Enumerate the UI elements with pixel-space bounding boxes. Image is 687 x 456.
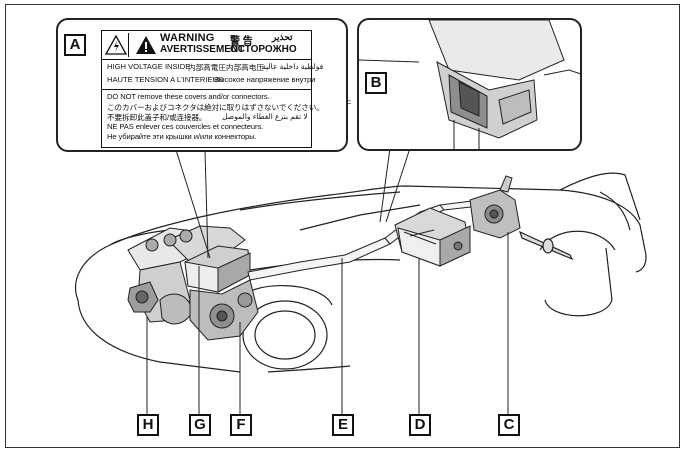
callout-f: F — [230, 414, 252, 436]
inverter — [184, 245, 251, 293]
panel-b-connector-detail — [357, 18, 582, 151]
pointer-lines — [146, 147, 509, 418]
label-ar-high-voltage: فولطية داخلية عالية — [262, 62, 324, 71]
car-body — [74, 172, 647, 373]
label-ar-do-not-remove: لا تقم بنزع الغطاء والموصل — [222, 112, 308, 121]
label-cn-high-voltage: 内部高电压 — [226, 63, 264, 72]
label-arabic-caution: تحذير — [272, 32, 293, 42]
connector-detail-illustration — [359, 20, 580, 149]
rear-motor — [469, 175, 521, 239]
label-cn-do-not-remove: 不要拆卸此盖子和/或连接器。 — [107, 113, 207, 122]
label-jp-high-voltage: 内部高電圧 — [188, 63, 226, 72]
warning-triangle-icon — [135, 35, 157, 60]
callout-h: H — [137, 414, 159, 436]
hybrid-battery — [394, 207, 471, 267]
label-russian-do-not-remove: Не убирайте эти крышки и/или коннекторы. — [107, 132, 257, 141]
warning-label-voltage-block: HIGH VOLTAGE INSIDE 内部高電圧 内部高电压 فولطية د… — [102, 59, 323, 90]
callout-a: A — [64, 34, 86, 56]
warning-label-header: WARNING AVERTISSEMENT 警 告 تحذير ОСТОРОЖН… — [102, 31, 311, 60]
label-japanese-caution: 警 告 — [230, 36, 253, 47]
transaxle — [189, 279, 259, 341]
label-jp-do-not-remove: このカバーおよびコネクタは絶対に取りはずさないでください。 — [107, 103, 324, 112]
label-russian-high-voltage: Высокое напряжение внутри — [214, 75, 316, 84]
lightning-bolt-icon — [104, 33, 129, 57]
label-warning: WARNING — [160, 32, 215, 44]
callout-e: E — [332, 414, 354, 436]
rear-axle — [518, 230, 574, 261]
diagram-frame — [5, 4, 680, 448]
callout-d: D — [409, 414, 431, 436]
callout-g: G — [189, 414, 211, 436]
separator-mark: = — [346, 97, 352, 107]
label-russian-caution: ОСТОРОЖНО — [230, 44, 297, 55]
callout-b: B — [365, 72, 387, 94]
label-haute-tension: HAUTE TENSION A L'INTERIEUR — [107, 75, 224, 84]
label-do-not-remove: DO NOT remove these covers and/or connec… — [107, 92, 270, 101]
high-voltage-warning-label: WARNING AVERTISSEMENT 警 告 تحذير ОСТОРОЖН… — [101, 30, 324, 148]
label-avertissement: AVERTISSEMENT — [160, 44, 245, 55]
callout-c: C — [498, 414, 520, 436]
label-high-voltage: HIGH VOLTAGE INSIDE — [107, 62, 191, 71]
label-ne-pas: NE PAS enlever ces couvercles et connect… — [107, 122, 264, 131]
ac-compressor — [127, 281, 159, 313]
